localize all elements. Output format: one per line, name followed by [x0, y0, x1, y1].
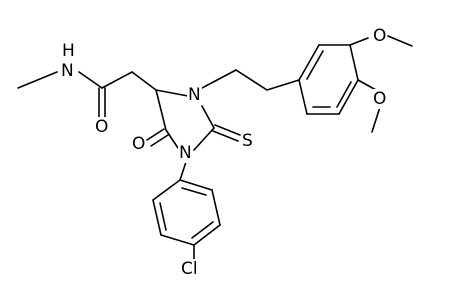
atom-s-thione-label: S — [242, 131, 253, 151]
atom-n-ring3: N — [187, 85, 202, 105]
bond-ar1-c1 — [152, 179, 181, 201]
bond-ar2-c3 — [349, 44, 359, 81]
bond-n1-c5 — [165, 129, 179, 149]
atom-o-ring: O — [131, 134, 146, 154]
bond-o-ch3-meth2 — [371, 106, 381, 133]
atom-n-ring1-label: N — [179, 143, 192, 163]
bond-ar1-c3 — [160, 234, 195, 246]
bonds — [17, 35, 413, 260]
bond-ar1-inner-1 — [159, 202, 167, 231]
bond-c4-n3 — [155, 89, 189, 97]
atom-n-amide-label: N — [61, 61, 74, 81]
bond-n3-ch2 — [201, 69, 237, 89]
bond-ar2-c6 — [298, 79, 308, 115]
bond-ar1-c2 — [152, 199, 162, 236]
bond-c2-n1 — [193, 127, 215, 151]
bond-ch2-ch2 — [235, 69, 268, 91]
bond-ar1-c4 — [193, 224, 221, 246]
bond-carbonyl-ch2 — [101, 71, 133, 89]
atom-cl-label: Cl — [181, 259, 198, 279]
bond-c2-s-b — [212, 130, 239, 142]
bond-c5-o-b — [150, 134, 169, 147]
atom-h-amide-label: H — [62, 41, 75, 61]
bond-n1-aryl — [179, 161, 187, 181]
bond-ar2-c1 — [298, 44, 320, 81]
bond-ch2-c4 — [131, 71, 157, 91]
bond-c5-o-a — [146, 128, 165, 141]
bond-ar1-inner-3 — [181, 187, 207, 196]
atom-o-methoxy-2: O — [372, 89, 387, 109]
bond-c5-c4 — [155, 89, 167, 131]
bond-ar-o-meth2 — [357, 79, 377, 91]
bond-ar2-inner-1 — [306, 50, 324, 80]
atom-cl: Cl — [180, 259, 204, 279]
bond-n3-c2 — [201, 105, 215, 129]
atom-labels: N H O N N O S Cl — [60, 26, 387, 279]
bond-ar2-c4 — [338, 79, 359, 115]
bond-c2-s-a — [214, 124, 241, 136]
atom-o-methoxy-1-label: O — [373, 26, 386, 46]
bond-o-ch3-meth1 — [387, 35, 413, 47]
atom-o-methoxy-1: O — [372, 26, 387, 46]
atom-o-amide: O — [94, 117, 109, 137]
atom-n-ring1: N — [178, 143, 193, 163]
bond-ar1-inner-2 — [191, 221, 214, 239]
atom-h-amide: H — [60, 41, 75, 61]
bond-n-carbonyl — [78, 71, 103, 89]
atom-s-thione: S — [241, 131, 255, 151]
bond-ch2-aryl — [266, 79, 300, 91]
atom-o-amide-label: O — [95, 117, 108, 137]
atom-o-ring-label: O — [132, 134, 145, 154]
bond-ar-o-meth1 — [349, 37, 369, 46]
bond-ar1-c5 — [211, 189, 221, 226]
bond-ar2-inner-2 — [336, 81, 352, 108]
bond-methyl-n — [17, 71, 58, 89]
atom-o-methoxy-2-label: O — [373, 89, 386, 109]
bond-ar1-c6 — [179, 179, 213, 191]
atom-n-ring3-label: N — [188, 85, 201, 105]
atom-n-amide: N — [60, 61, 74, 81]
